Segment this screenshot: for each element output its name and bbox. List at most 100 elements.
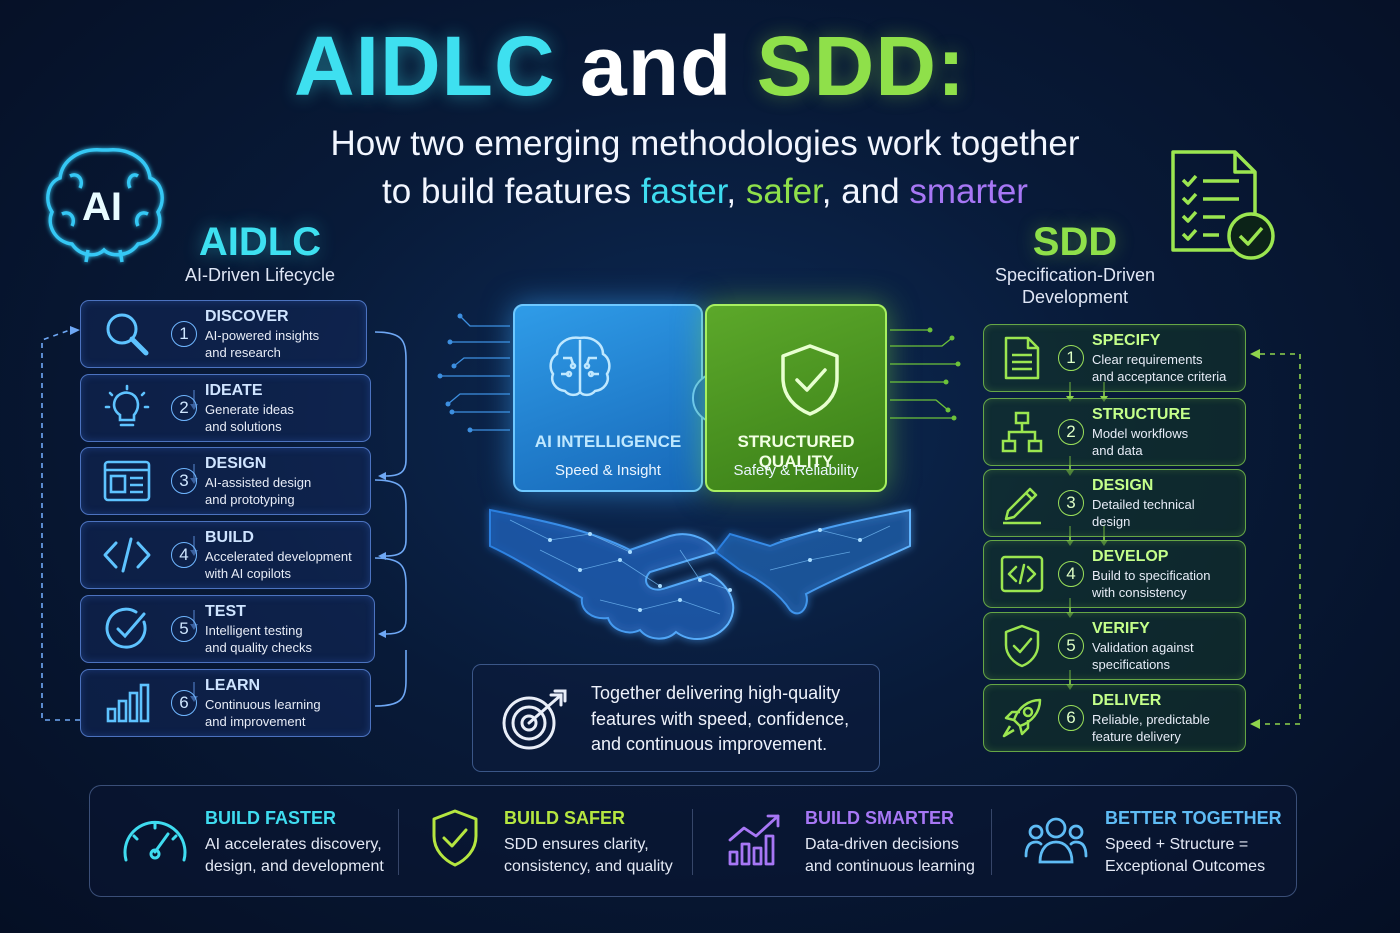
step-desc-l2: specifications [1092, 657, 1171, 672]
subtitle-line2: to build features faster, safer, and sma… [382, 172, 1028, 211]
sdd-full-name-l1: Specification-Driven [994, 265, 1156, 285]
step-desc-l2: and solutions [205, 419, 282, 434]
step-desc-l1: Validation against [1092, 640, 1194, 655]
step-desc-l2: and data [1092, 443, 1143, 458]
benefits-bar: BUILD FASTER AI accelerates discovery,de… [89, 785, 1297, 897]
shield-check-icon [430, 808, 480, 873]
step-desc-l2: with consistency [1092, 585, 1187, 600]
together-line3: and continuous improvement. [591, 734, 828, 754]
hierarchy-icon [992, 402, 1052, 462]
step-title: DELIVER [1092, 692, 1162, 709]
step-desc-l1: Clear requirements [1092, 352, 1203, 367]
step-desc-l1: AI-powered insights [205, 328, 320, 343]
team-icon [1024, 814, 1088, 871]
ai-brain-icon: AI [40, 140, 170, 265]
aidlc-step-design[interactable]: 3 DESIGN AI-assisted design and prototypin… [80, 447, 371, 515]
pencil-icon [992, 473, 1052, 533]
subtitle-line1: How two emerging methodologies work toge… [330, 124, 1080, 163]
step-number: 5 [1058, 633, 1084, 659]
benefit-title: BUILD FASTER [205, 808, 337, 828]
puzzle-ai-intelligence: AI INTELLIGENCE Speed & Insight [513, 304, 703, 492]
together-line1: Together delivering high-quality [591, 683, 841, 703]
step-title: SPECIFY [1092, 332, 1161, 349]
ai-badge-text: AI [82, 185, 122, 229]
step-title: STRUCTURE [1092, 406, 1191, 423]
title-aidlc: AIDLC [294, 19, 556, 113]
puzzle-right-sub: Safety & Reliability [733, 462, 859, 479]
step-desc-l1: Detailed technical [1092, 497, 1195, 512]
step-title: TEST [205, 603, 246, 620]
together-line2: features with speed, confidence, [591, 708, 850, 729]
sdd-step-verify[interactable]: 5 VERIFY Validation against specifications [983, 612, 1246, 680]
divider [991, 809, 992, 875]
step-desc-l1: AI-assisted design [205, 475, 312, 490]
step-number: 1 [171, 321, 197, 347]
step-title: DEVELOP [1092, 548, 1169, 565]
sdd-step-develop[interactable]: 4 DEVELOP Build to specification with cons… [983, 540, 1246, 608]
step-number: 5 [171, 616, 197, 642]
benefit-title: BETTER TOGETHER [1105, 808, 1282, 828]
step-number: 6 [171, 690, 197, 716]
step-desc-l2: and quality checks [205, 640, 312, 655]
sdd-name: SDD [1032, 220, 1118, 264]
sdd-step-specify[interactable]: 1 SPECIFY Clear requirements and acceptanc… [983, 324, 1246, 392]
aidlc-name: AIDLC [198, 220, 322, 264]
sdd-header: SDD Specification-Driven Development [975, 220, 1175, 308]
benefit-desc: SDD ensures clarity,consistency, and qua… [504, 836, 673, 875]
aidlc-step-test[interactable]: 5 TEST Intelligent testing and quality che… [80, 595, 375, 663]
step-title: DESIGN [205, 455, 267, 472]
step-desc-l1: Build to specification [1092, 568, 1211, 583]
benefit-desc: AI accelerates discovery,design, and dev… [205, 836, 384, 875]
together-statement: Together delivering high-quality feature… [472, 664, 880, 772]
together-text: Together delivering high-quality feature… [591, 681, 871, 758]
circuit-lines [437, 313, 961, 433]
step-desc-l1: Continuous learning [205, 697, 321, 712]
divider [398, 809, 399, 875]
shield-check-icon [992, 616, 1052, 676]
puzzle-right-title: STRUCTURED QUALITY [737, 432, 855, 471]
step-desc-l1: Intelligent testing [205, 623, 303, 638]
document-icon [992, 328, 1052, 388]
step-number: 6 [1058, 705, 1084, 731]
step-desc-l1: Generate ideas [205, 402, 294, 417]
puzzle-structured-quality: STRUCTURED QUALITY Safety & Reliability [705, 304, 887, 492]
benefit-title: BUILD SAFER [504, 808, 625, 828]
bar-chart-icon [97, 673, 157, 733]
sdd-full-name-l2: Development [1021, 287, 1129, 307]
step-desc-l2: with AI copilots [205, 566, 291, 581]
step-desc-l2: design [1092, 514, 1131, 529]
target-icon [501, 689, 571, 758]
benefit-title: BUILD SMARTER [805, 808, 954, 828]
step-number: 3 [171, 468, 197, 494]
aidlc-full-name: AI-Driven Lifecycle [184, 265, 336, 285]
divider [692, 809, 693, 875]
step-desc-l2: and acceptance criteria [1092, 369, 1227, 384]
code-icon [97, 525, 157, 585]
step-number: 4 [171, 542, 197, 568]
shield-check-icon [775, 342, 845, 423]
title-and: and [555, 19, 757, 113]
step-number: 4 [1058, 561, 1084, 587]
check-circle-icon [97, 599, 157, 659]
lightbulb-icon [97, 378, 157, 438]
main-title: AIDLC and SDD: [0, 18, 1260, 115]
step-desc-l1: Reliable, predictable [1092, 712, 1210, 727]
step-number: 1 [1058, 345, 1084, 371]
step-desc-l2: and prototyping [205, 492, 295, 507]
title-sdd: SDD: [756, 19, 966, 113]
step-title: IDEATE [205, 382, 263, 399]
handshake-icon [489, 508, 911, 640]
code-window-icon [992, 544, 1052, 604]
layout-icon [97, 451, 157, 511]
benefit-desc: Speed + Structure =Exceptional Outcomes [1105, 836, 1266, 875]
step-title: VERIFY [1092, 620, 1150, 637]
checklist-icon [1165, 146, 1280, 264]
